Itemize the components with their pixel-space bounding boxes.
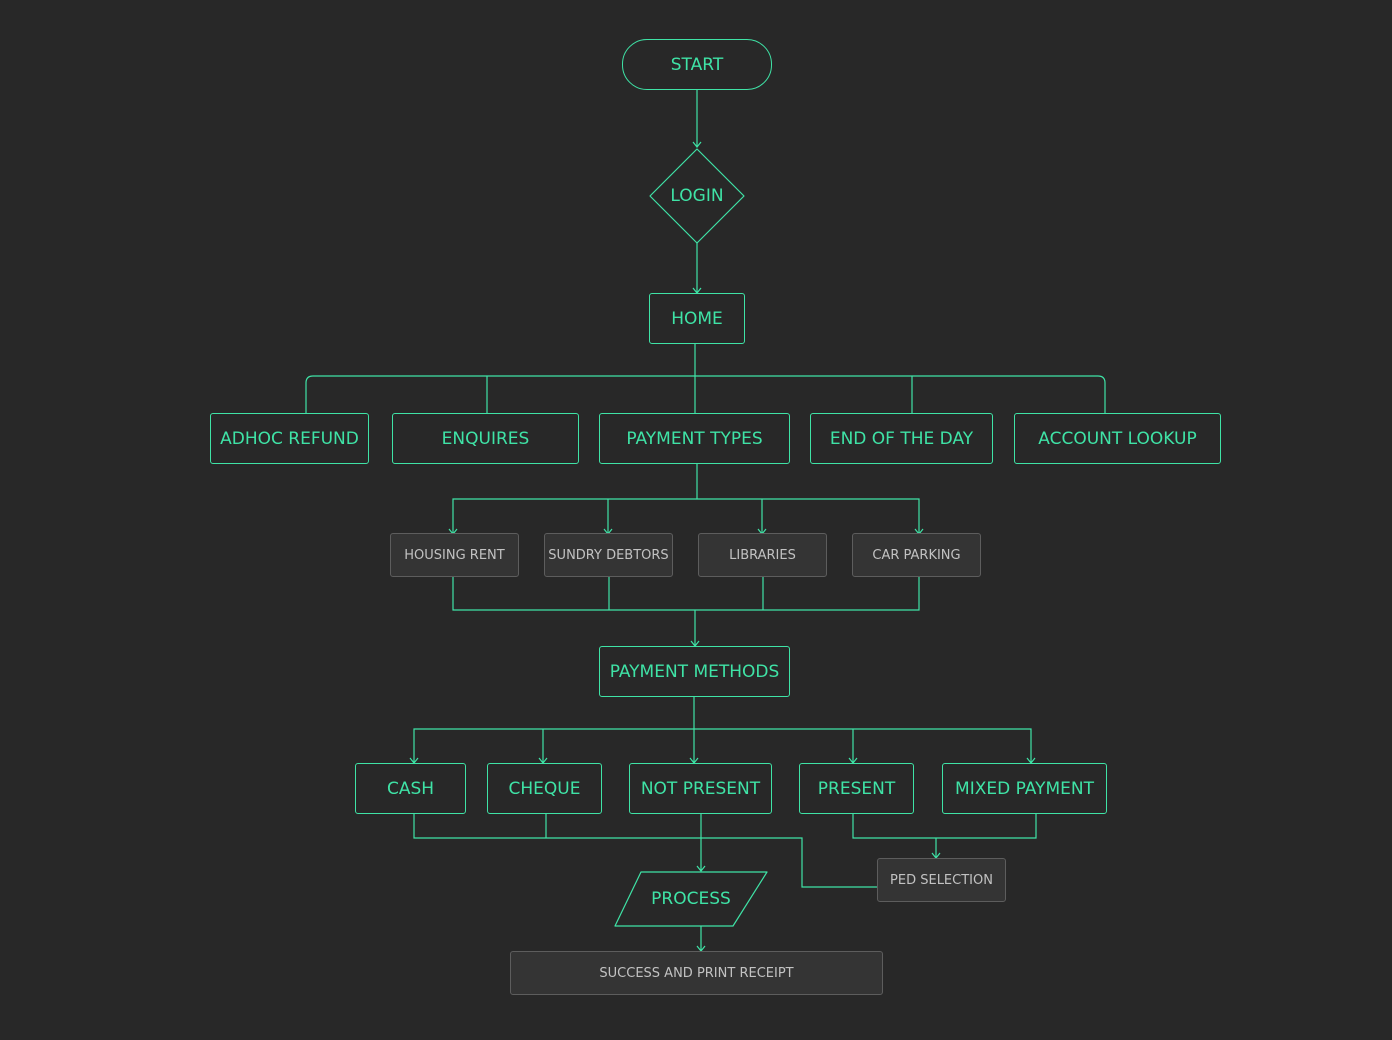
connector-branch-bar [305, 375, 1106, 413]
libraries-label: LIBRARIES [729, 547, 796, 563]
car-parking-node: CAR PARKING [852, 533, 981, 577]
success-label: SUCCESS AND PRINT RECEIPT [599, 965, 794, 981]
start-label: START [670, 54, 724, 75]
process-label: PROCESS [651, 889, 731, 909]
end-of-the-day-node: END OF THE DAY [810, 413, 993, 464]
connector-subtypes-merge [452, 576, 920, 611]
housing-rent-label: HOUSING RENT [404, 547, 505, 563]
payment-types-node: PAYMENT TYPES [599, 413, 790, 464]
connector-methods-bar [413, 728, 1032, 763]
success-node: SUCCESS AND PRINT RECEIPT [510, 951, 883, 995]
arrowhead [692, 141, 702, 148]
process-parallelogram-shape [614, 871, 768, 927]
mixed-payment-label: MIXED PAYMENT [955, 778, 1094, 799]
sundry-debtors-node: SUNDRY DEBTORS [544, 533, 673, 577]
not-present-label: NOT PRESENT [640, 778, 761, 799]
cheque-node: CHEQUE [487, 763, 602, 814]
login-label: LOGIN [670, 186, 724, 206]
enquires-node: ENQUIRES [392, 413, 579, 464]
home-label: HOME [671, 308, 723, 329]
connector-paytypes-bar [452, 498, 920, 533]
cash-node: CASH [355, 763, 466, 814]
sundry-debtors-label: SUNDRY DEBTORS [548, 547, 669, 563]
mixed-payment-node: MIXED PAYMENT [942, 763, 1107, 814]
account-lookup-node: ACCOUNT LOOKUP [1014, 413, 1221, 464]
cheque-label: CHEQUE [508, 778, 581, 799]
login-diamond-shape [649, 148, 745, 244]
arrowhead [696, 865, 706, 872]
housing-rent-node: HOUSING RENT [390, 533, 519, 577]
account-lookup-label: ACCOUNT LOOKUP [1038, 428, 1197, 449]
adhoc-refund-label: ADHOC REFUND [220, 428, 359, 449]
ped-selection-label: PED SELECTION [890, 872, 993, 888]
login-node: LOGIN [650, 149, 744, 243]
not-present-node: NOT PRESENT [629, 763, 772, 814]
car-parking-label: CAR PARKING [872, 547, 961, 563]
adhoc-refund-node: ADHOC REFUND [210, 413, 369, 464]
process-node: PROCESS [615, 872, 767, 926]
enquires-label: ENQUIRES [441, 428, 530, 449]
payment-methods-label: PAYMENT METHODS [609, 661, 780, 682]
connector-cash-cheque-process [413, 813, 877, 888]
start-node: START [622, 39, 772, 90]
cash-label: CASH [386, 778, 435, 799]
present-node: PRESENT [799, 763, 914, 814]
libraries-node: LIBRARIES [698, 533, 827, 577]
present-label: PRESENT [817, 778, 896, 799]
payment-types-label: PAYMENT TYPES [626, 428, 763, 449]
connector-present-mixed-ped [852, 813, 1037, 839]
end-of-the-day-label: END OF THE DAY [829, 428, 974, 449]
payment-methods-node: PAYMENT METHODS [599, 646, 790, 697]
home-node: HOME [649, 293, 745, 344]
ped-selection-node: PED SELECTION [877, 858, 1006, 902]
